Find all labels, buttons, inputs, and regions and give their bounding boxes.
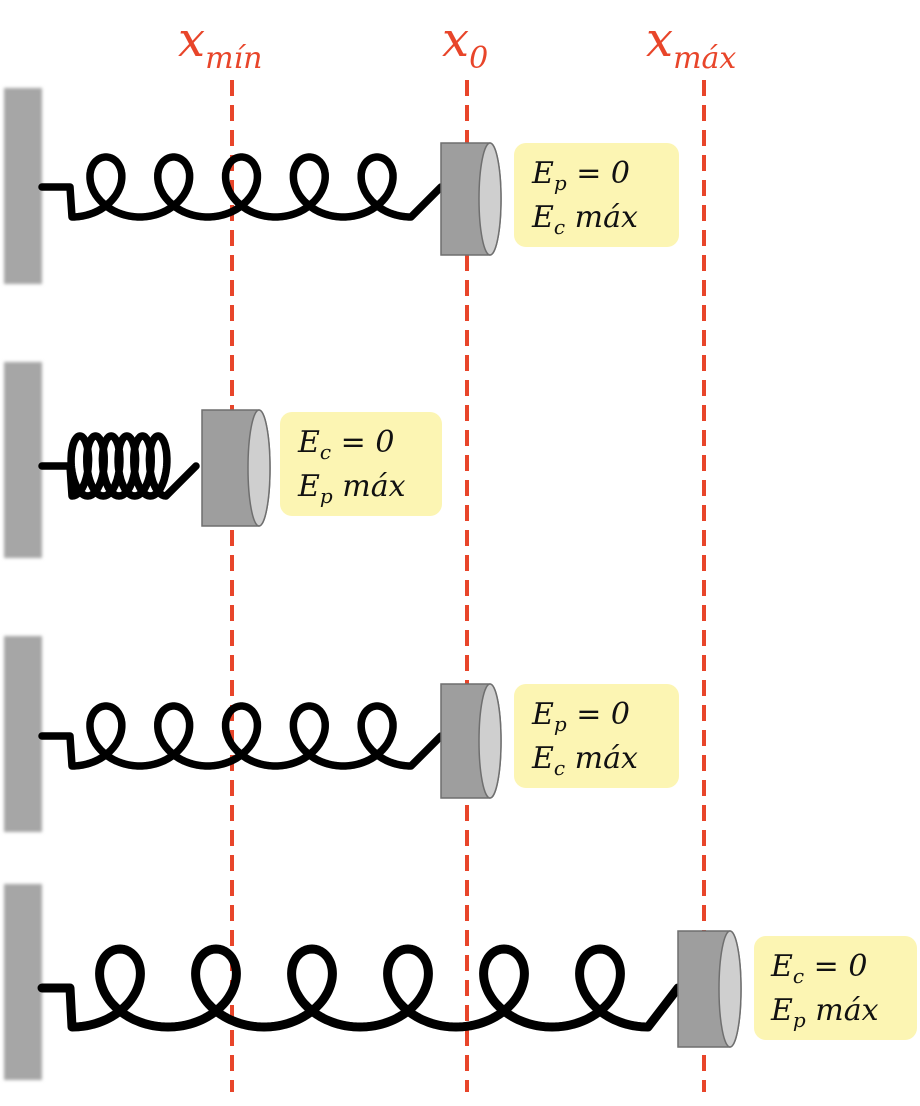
energy-line-1: Ec = 0 bbox=[770, 949, 867, 988]
wall bbox=[4, 88, 42, 284]
marker-label-xmin: xmín bbox=[178, 12, 262, 76]
spring-coil bbox=[37, 944, 683, 1032]
energy-box: Ec = 0 Ep máx bbox=[754, 936, 917, 1040]
spring-coil bbox=[38, 153, 445, 221]
marker-label-xmax: xmáx bbox=[646, 12, 736, 76]
energy-line-2: Ep máx bbox=[770, 993, 879, 1032]
wall bbox=[4, 636, 42, 832]
energy-line-2: Ep máx bbox=[297, 469, 406, 508]
energy-box: Ep = 0 Ec máx bbox=[514, 143, 679, 247]
energy-box: Ec = 0 Ep máx bbox=[280, 412, 442, 516]
energy-line-2: Ec máx bbox=[531, 741, 638, 780]
marker-label-x0: x0 bbox=[442, 12, 488, 76]
row-4: Ec = 0 Ep máx bbox=[4, 884, 917, 1080]
row-3: Ep = 0 Ec máx bbox=[4, 636, 679, 832]
energy-line-1: Ec = 0 bbox=[297, 425, 394, 464]
energy-line-1: Ep = 0 bbox=[531, 156, 630, 195]
mass-block bbox=[677, 930, 742, 1048]
mass-block bbox=[440, 142, 502, 256]
mass-block bbox=[440, 683, 502, 799]
row-2: Ec = 0 Ep máx bbox=[4, 362, 442, 558]
energy-line-2: Ec máx bbox=[531, 200, 638, 239]
marker-group: xmín x0 xmáx bbox=[178, 12, 736, 1092]
energy-line-1: Ep = 0 bbox=[531, 697, 630, 736]
wall bbox=[4, 884, 42, 1080]
wall bbox=[4, 362, 42, 558]
mass-block bbox=[201, 409, 271, 527]
spring-coil bbox=[38, 702, 445, 770]
energy-box: Ep = 0 Ec máx bbox=[514, 684, 679, 788]
spring-coil bbox=[38, 432, 200, 500]
row-1: Ep = 0 Ec máx bbox=[4, 88, 679, 284]
